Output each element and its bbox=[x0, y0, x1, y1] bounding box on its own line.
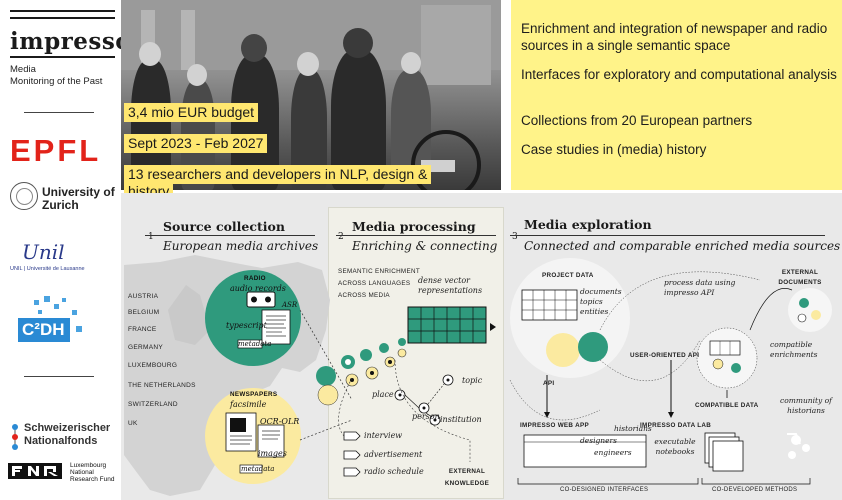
impresso-wordmark: impresso bbox=[10, 28, 132, 55]
panel-title: Media exploration bbox=[524, 217, 652, 232]
fnr-name-3: Research Fund bbox=[70, 476, 115, 483]
fnr-name-2: National bbox=[70, 469, 94, 476]
unil-subtitle: UNIL | Université de Lausanne bbox=[10, 266, 85, 272]
content-type-label: radio schedule bbox=[364, 467, 424, 476]
country-label: LUXEMBOURG bbox=[128, 362, 178, 369]
compatible-data-label: COMPATIBLE DATA bbox=[695, 402, 759, 409]
divider bbox=[24, 112, 94, 113]
highlight-item: Enrichment and integration of newspaper … bbox=[521, 21, 828, 53]
fnr-mark-icon bbox=[8, 463, 62, 479]
step-number: 2 bbox=[338, 232, 344, 242]
country-label: SWITZERLAND bbox=[128, 401, 178, 408]
web-app-label: IMPRESSO WEB APP bbox=[520, 422, 589, 429]
project-data-label: PROJECT DATA bbox=[542, 272, 594, 279]
panel-subtitle: European media archives bbox=[163, 239, 319, 253]
content-type-label: advertisement bbox=[364, 450, 423, 459]
project-item: documents bbox=[580, 287, 622, 296]
user-api-label: USER-ORIENTED API bbox=[630, 352, 700, 359]
historical-photo bbox=[121, 0, 501, 190]
project-item: entities bbox=[580, 307, 609, 316]
role-label: engineers bbox=[594, 448, 632, 457]
snf-name-2: Nationalfonds bbox=[24, 435, 98, 447]
community-label: community of historians bbox=[780, 396, 832, 415]
highlight-item: Interfaces for exploratory and computati… bbox=[521, 67, 837, 82]
dense-vector-label: dense vector representations bbox=[418, 276, 483, 295]
panel-subtitle: Enriching & connecting bbox=[352, 239, 498, 253]
divider bbox=[24, 376, 94, 377]
radio-item: typescript bbox=[226, 321, 267, 330]
impresso-tagline-2: Monitoring of the Past bbox=[10, 76, 103, 87]
newspapers-item: facsimile bbox=[230, 400, 267, 409]
country-label: UK bbox=[128, 420, 138, 427]
external-documents-label: EXTERNAL DOCUMENTS bbox=[778, 269, 822, 286]
content-type-label: interview bbox=[364, 431, 403, 440]
step-number: 1 bbox=[148, 232, 154, 242]
snf-name-1: Schweizerischer bbox=[24, 422, 111, 434]
radio-item: audio records bbox=[230, 284, 286, 293]
project-item: topics bbox=[580, 297, 603, 306]
country-label: THE NETHERLANDS bbox=[128, 382, 196, 389]
dates-banner: Sept 2023 - Feb 2027 bbox=[124, 134, 268, 153]
highlight-item: Case studies in (media) history bbox=[521, 142, 707, 157]
external-knowledge-label: EXTERNAL KNOWLEDGE bbox=[444, 468, 490, 487]
newspapers-item: metadata bbox=[241, 465, 275, 473]
unil-script: Unil bbox=[22, 240, 65, 264]
country-label: AUSTRIA bbox=[128, 293, 159, 300]
step-number: 3 bbox=[512, 232, 518, 242]
data-lab-label: IMPRESSO DATA LAB bbox=[640, 422, 712, 429]
budget-banner: 3,4 mio EUR budget bbox=[124, 103, 259, 122]
c2dh-wordmark: C²DH bbox=[18, 318, 70, 342]
panel-title: Media processing bbox=[352, 219, 476, 234]
enrichment-label: ACROSS LANGUAGES bbox=[338, 280, 411, 287]
enrichment-label: ACROSS MEDIA bbox=[338, 292, 390, 299]
panel-subtitle: Connected and comparable enriched media … bbox=[524, 239, 841, 253]
highlights-box: Enrichment and integration of newspaper … bbox=[511, 0, 842, 190]
uzh-seal-icon bbox=[10, 182, 38, 210]
country-label: BELGIUM bbox=[128, 309, 160, 316]
compatible-enrichments-label: compatible enrichments bbox=[770, 340, 818, 359]
newspapers-item: images bbox=[258, 449, 287, 458]
entity-label: person bbox=[412, 412, 440, 421]
api-label: API bbox=[543, 380, 555, 387]
country-label: FRANCE bbox=[128, 326, 157, 333]
enrichment-label: SEMANTIC ENRICHMENT bbox=[338, 268, 420, 275]
radio-label: RADIO bbox=[244, 275, 266, 282]
country-label: GERMANY bbox=[128, 344, 163, 351]
entity-label: topic bbox=[462, 376, 483, 385]
panel-title: Source collection bbox=[163, 219, 285, 234]
newspapers-label: NEWSPAPERS bbox=[230, 391, 278, 398]
role-label: designers bbox=[580, 436, 617, 445]
notebooks-label: executable notebooks bbox=[654, 437, 696, 456]
radio-item: metadata bbox=[238, 340, 272, 348]
entity-label: institution bbox=[440, 415, 482, 424]
snf-dots-icon bbox=[12, 424, 18, 450]
uzh-name-2: Zurich bbox=[42, 198, 79, 212]
co-designed-label: CO-DESIGNED INTERFACES bbox=[560, 487, 649, 493]
uzh-name-1: University of bbox=[42, 185, 115, 199]
role-label: historians bbox=[614, 424, 652, 433]
co-developed-label: CO-DEVELOPED METHODS bbox=[712, 487, 798, 493]
impresso-tagline-1: Media bbox=[10, 64, 36, 75]
radio-item: ASR bbox=[282, 301, 298, 309]
newspapers-item: OCR-OLR bbox=[260, 417, 300, 426]
team-banner-line1: 13 researchers and developers in NLP, de… bbox=[124, 165, 432, 184]
highlight-item: Collections from 20 European partners bbox=[521, 113, 753, 128]
fnr-name-1: Luxembourg bbox=[70, 462, 107, 469]
epfl-logo: EPFL bbox=[10, 133, 102, 168]
process-note: process data using impresso API bbox=[664, 278, 736, 297]
entity-label: place bbox=[372, 390, 394, 399]
